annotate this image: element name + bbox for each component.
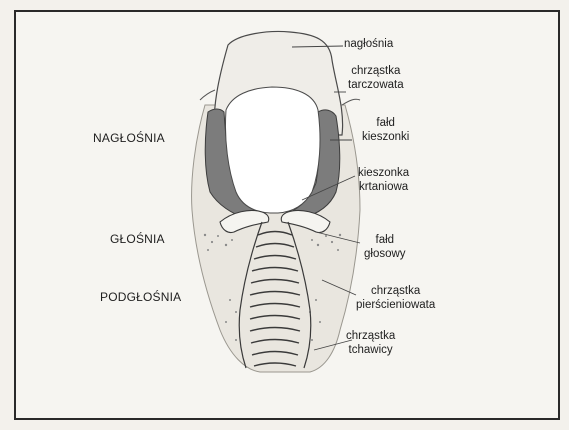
label-epiglottis: nagłośnia — [344, 37, 393, 51]
region-label-subglottis: PODGŁOŚNIA — [100, 290, 181, 304]
label-tracheal-cartilage-line2: tchawicy — [346, 343, 395, 357]
label-ventricular-fold: fałd kieszonki — [362, 116, 409, 144]
region-label-glottis: GŁOŚNIA — [110, 232, 165, 246]
label-cricoid-cartilage-line1: chrząstka — [356, 284, 435, 298]
label-laryngeal-ventricle: kieszonka krtaniowa — [358, 166, 409, 194]
laryngeal-lumen — [225, 87, 320, 213]
label-ventricular-fold-line1: fałd — [362, 116, 409, 130]
region-label-supraglottis: NAGŁOŚNIA — [93, 131, 165, 145]
label-thyroid-cartilage-line1: chrząstka — [348, 64, 404, 78]
label-cricoid-cartilage: chrząstka pierścieniowata — [356, 284, 435, 312]
label-ventricular-fold-line2: kieszonki — [362, 130, 409, 144]
label-thyroid-cartilage: chrząstka tarczowata — [348, 64, 404, 92]
label-tracheal-cartilage: chrząstka tchawicy — [346, 329, 395, 357]
label-laryngeal-ventricle-line2: krtaniowa — [358, 180, 409, 194]
label-vocal-fold-line2: głosowy — [364, 247, 406, 261]
label-laryngeal-ventricle-line1: kieszonka — [358, 166, 409, 180]
label-vocal-fold: fałd głosowy — [364, 233, 406, 261]
label-vocal-fold-line1: fałd — [364, 233, 406, 247]
label-cricoid-cartilage-line2: pierścieniowata — [356, 298, 435, 312]
label-thyroid-cartilage-line2: tarczowata — [348, 78, 404, 92]
label-tracheal-cartilage-line1: chrząstka — [346, 329, 395, 343]
